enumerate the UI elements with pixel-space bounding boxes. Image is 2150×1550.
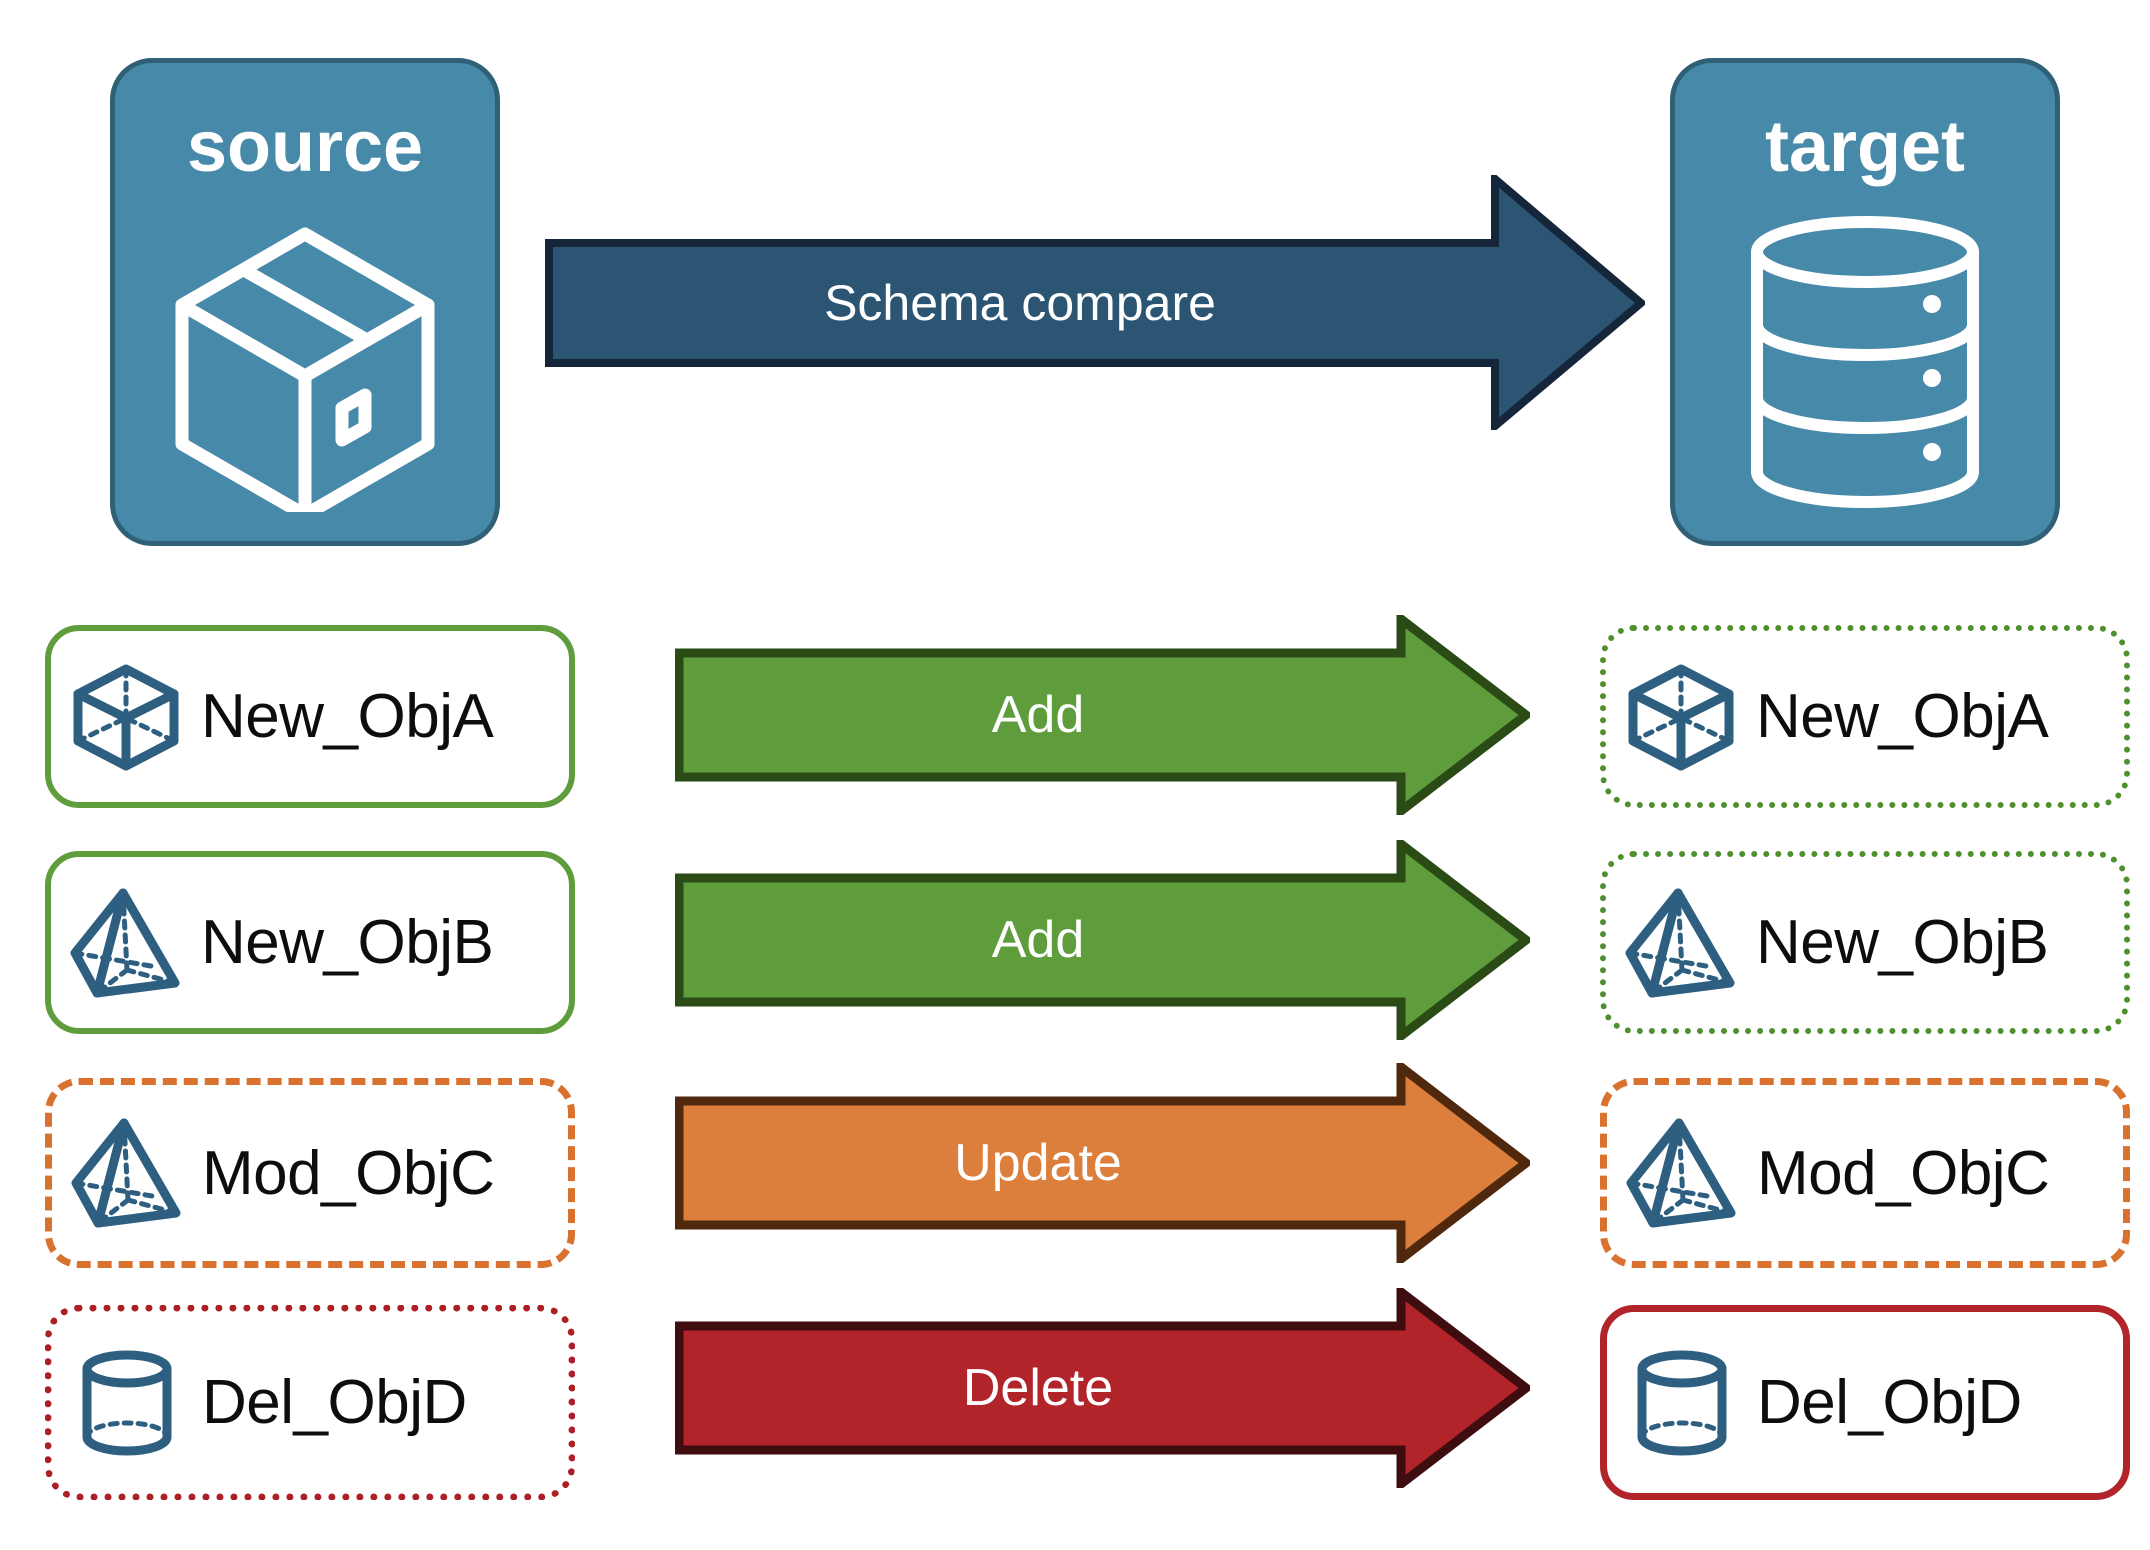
wireframe-cube-icon <box>1606 661 1756 773</box>
action-arrow-label-2: Add <box>991 911 1085 969</box>
source-object-card-1[interactable]: New_ObjA <box>45 625 575 808</box>
target-object-card-2[interactable]: New_ObjB <box>1600 851 2130 1034</box>
target-endpoint-card[interactable]: target <box>1670 58 2060 546</box>
wireframe-pyramid-icon <box>1607 1117 1757 1229</box>
action-arrow-add-1[interactable]: Add <box>674 609 1534 821</box>
database-cylinder-icon <box>1675 183 2055 541</box>
action-arrow-label-3: Update <box>954 1134 1122 1192</box>
source-title: source <box>186 107 424 187</box>
source-endpoint-card[interactable]: source <box>110 58 500 546</box>
target-object-card-4[interactable]: Del_ObjD <box>1600 1305 2130 1500</box>
target-object-label-1: New_ObjA <box>1756 682 2049 751</box>
action-arrow-update[interactable]: Update <box>674 1057 1534 1269</box>
source-object-label-3: Mod_ObjC <box>202 1138 495 1208</box>
target-object-card-1[interactable]: New_ObjA <box>1600 625 2130 808</box>
wireframe-pyramid-icon <box>51 887 201 999</box>
source-object-label-4: Del_ObjD <box>202 1368 467 1437</box>
target-title: target <box>1764 107 1966 187</box>
source-object-label-1: New_ObjA <box>201 682 494 751</box>
action-arrow-label-4: Delete <box>962 1359 1114 1417</box>
source-object-card-4[interactable]: Del_ObjD <box>45 1305 575 1500</box>
source-object-card-2[interactable]: New_ObjB <box>45 851 575 1034</box>
wireframe-cylinder-icon <box>1607 1347 1757 1459</box>
target-object-label-3: Mod_ObjC <box>1757 1138 2050 1208</box>
source-object-label-2: New_ObjB <box>201 908 494 977</box>
wireframe-cylinder-icon <box>52 1347 202 1459</box>
source-object-card-3[interactable]: Mod_ObjC <box>45 1078 575 1268</box>
wireframe-pyramid-icon <box>1606 887 1756 999</box>
target-object-card-3[interactable]: Mod_ObjC <box>1600 1078 2130 1268</box>
action-arrow-add-2[interactable]: Add <box>674 834 1534 1046</box>
schema-compare-arrow[interactable]: Schema compare <box>545 170 1648 435</box>
schema-compare-label: Schema compare <box>824 274 1216 331</box>
action-arrow-delete[interactable]: Delete <box>674 1282 1534 1494</box>
wireframe-cube-icon <box>51 661 201 773</box>
target-object-label-2: New_ObjB <box>1756 908 2049 977</box>
action-arrow-label-1: Add <box>991 686 1085 744</box>
package-box-icon <box>115 183 495 541</box>
target-object-label-4: Del_ObjD <box>1757 1368 2022 1437</box>
wireframe-pyramid-icon <box>52 1117 202 1229</box>
